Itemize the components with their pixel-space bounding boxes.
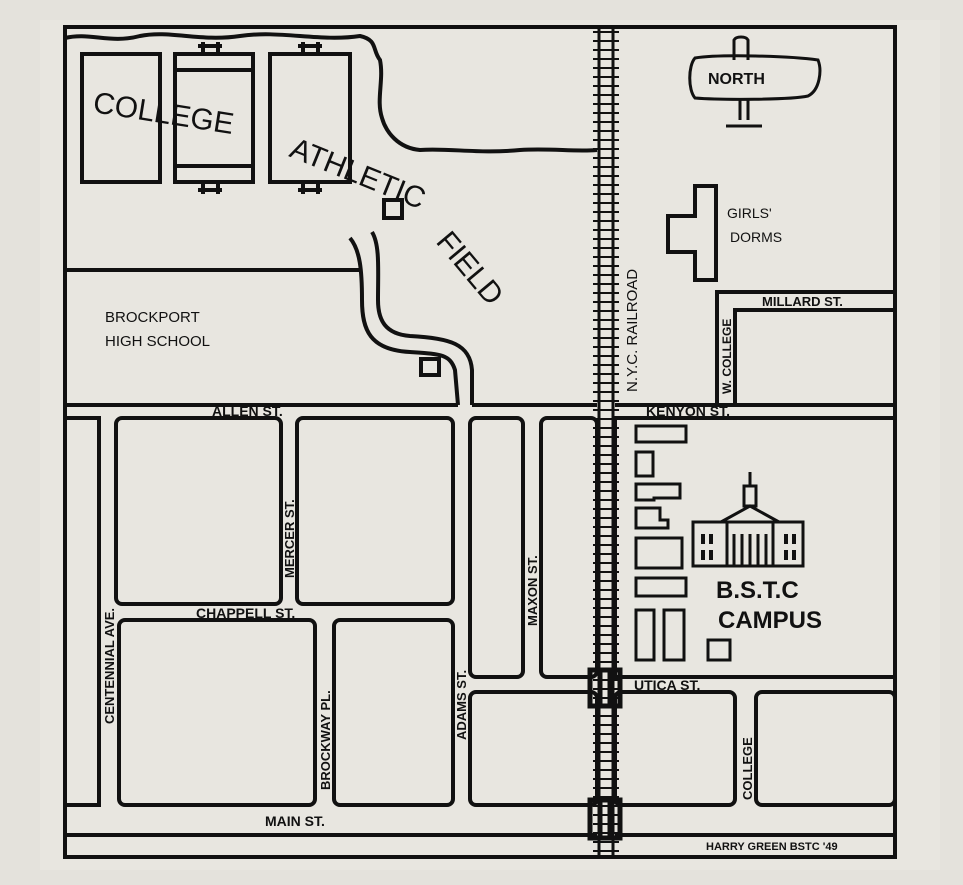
street-mercer: MERCER ST. (282, 499, 297, 578)
street-kenyon: KENYON ST. (646, 403, 730, 419)
bstc-main-building (691, 472, 805, 568)
street-w-college: W. COLLEGE (720, 319, 734, 394)
campus-buildings (634, 424, 732, 662)
railroad-track (593, 27, 619, 857)
block-chappell-west (117, 618, 317, 807)
street-brockway: BROCKWAY PL. (318, 690, 333, 790)
girls-dorms-building (666, 184, 718, 282)
railroad-crossings (587, 667, 623, 841)
high-school-label-1: BROCKPORT (105, 309, 200, 326)
millard-street-edge-2 (733, 308, 895, 405)
drive-inner (370, 230, 474, 405)
block-brockway-east (332, 618, 455, 807)
paper-sheet (40, 20, 940, 870)
campus-label-1: B.S.T.C (716, 577, 799, 604)
drive-outer (348, 236, 460, 406)
girls-dorms-label-2: DORMS (730, 229, 782, 245)
block-mercer-west (114, 416, 283, 606)
street-utica: UTICA ST. (634, 677, 700, 693)
millard-street-edge (715, 290, 895, 405)
street-allen: ALLEN ST. (212, 403, 283, 419)
street-maxon: MAXON ST. (525, 555, 540, 626)
street-centennial: CENTENNIAL AVE. (102, 608, 117, 724)
block-adams-maxon (468, 416, 525, 679)
block-south-adams (468, 690, 599, 807)
street-adams: ADAMS ST. (454, 670, 469, 740)
athletic-field-boundary (64, 32, 598, 154)
artist-credit: HARRY GREEN BSTC '49 (706, 841, 838, 853)
high-school-building (419, 357, 441, 377)
football-field (173, 52, 255, 184)
campus-block (613, 416, 897, 679)
athletic-field-plot-3 (268, 52, 352, 184)
street-millard: MILLARD ST. (762, 294, 843, 309)
field-building (382, 198, 404, 220)
athletic-field-plot-1 (80, 52, 162, 184)
north-label: NORTH (708, 71, 765, 88)
girls-dorms-label-1: GIRLS' (727, 205, 772, 221)
street-main: MAIN ST. (265, 813, 325, 829)
block-utica-college-west (613, 690, 737, 807)
street-college: COLLEGE (740, 737, 755, 800)
high-school-label-2: HIGH SCHOOL (105, 333, 210, 350)
campus-label-2: CAMPUS (718, 607, 822, 634)
street-chappell: CHAPPELL ST. (196, 605, 295, 621)
block-mercer-east (295, 416, 455, 606)
block-maxon-east (539, 416, 599, 679)
railroad-label: N.Y.C. RAILROAD (624, 269, 641, 392)
block-west-strip (63, 416, 101, 807)
north-sign (688, 35, 822, 128)
block-utica-college-east (754, 690, 897, 807)
